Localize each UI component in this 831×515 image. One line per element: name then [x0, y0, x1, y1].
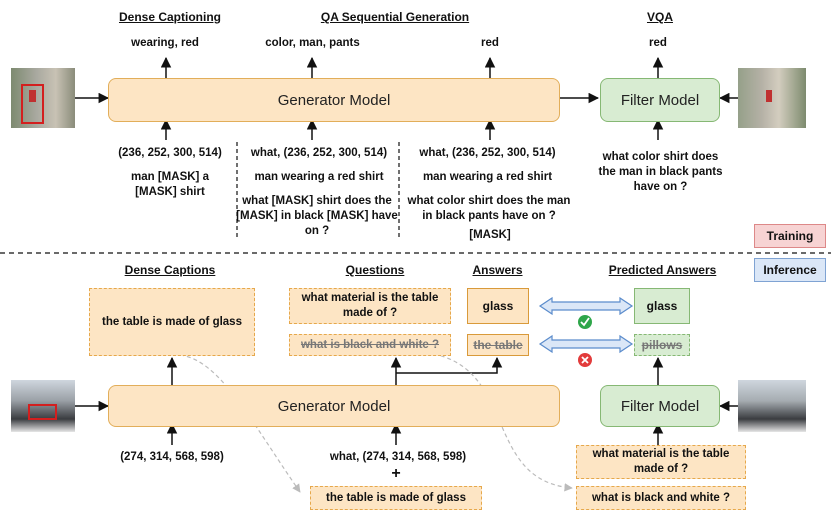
predicted-2-text: pillows: [641, 338, 683, 352]
coords-left: (274, 314, 568, 598): [120, 451, 224, 463]
question-2-text: what is black and white ?: [300, 338, 440, 351]
inference-tag: Inference: [754, 258, 826, 282]
person-figure: [29, 90, 36, 102]
output-dense: wearing, red: [131, 37, 199, 49]
masked-question-col2: what [MASK] shirt does the [MASK] in bla…: [236, 195, 398, 237]
heading-dense-captions: Dense Captions: [124, 263, 216, 277]
check-icon: [578, 315, 592, 329]
dense-caption-box: the table is made of glass: [89, 288, 255, 356]
arrow-gen-to-answer: [396, 356, 503, 374]
room-photo-inference: [11, 380, 75, 432]
filter-input-question-2: what is black and white ?: [576, 486, 746, 510]
heading-predicted-answers: Predicted Answers: [608, 263, 717, 277]
coords-mid: what, (274, 314, 568, 598): [329, 451, 467, 463]
generator-model-inference: Generator Model: [108, 385, 560, 427]
heading-questions: Questions: [345, 263, 405, 277]
answer-box-1: glass: [467, 288, 529, 324]
cross-icon: [578, 353, 592, 367]
vqa-question: what color shirt does the man in black p…: [598, 151, 723, 193]
answer-2-text: the table: [473, 338, 523, 352]
coords-col1: (236, 252, 300, 514): [118, 147, 222, 159]
mask-col3: [MASK]: [469, 229, 511, 241]
coords-col3: what, (236, 252, 300, 514): [419, 147, 556, 159]
bounding-box: [28, 404, 57, 420]
filter-model-inference: Filter Model: [600, 385, 720, 427]
question-box-1: what material is the table made of ?: [289, 288, 451, 324]
output-vqa: red: [649, 37, 667, 49]
training-tag: Training: [754, 224, 826, 248]
answer-box-2: the table: [467, 334, 529, 356]
question-col3: what color shirt does the man in black p…: [407, 195, 571, 222]
masked-caption-col1: man [MASK] a [MASK] shirt: [131, 171, 209, 198]
coords-col2: what, (236, 252, 300, 514): [250, 147, 388, 159]
question-box-2: what is black and white ?: [289, 334, 451, 356]
compare-arrow-2: [538, 334, 634, 354]
output-qa1: color, man, pants: [265, 37, 360, 49]
plus-sign: +: [391, 465, 401, 482]
predicted-box-2: pillows: [634, 334, 690, 356]
person-figure: [766, 90, 772, 102]
mid-caption-box: the table is made of glass: [310, 486, 482, 510]
compare-arrow-1: [538, 296, 634, 316]
street-photo-vqa: [738, 68, 806, 128]
output-qa2: red: [481, 37, 499, 49]
heading-answers: Answers: [472, 263, 523, 277]
heading-qa-sequential: QA Sequential Generation: [320, 10, 470, 24]
room-photo-filter: [738, 380, 806, 432]
generator-model-training: Generator Model: [108, 78, 560, 122]
predicted-box-1: glass: [634, 288, 690, 324]
heading-dense-captioning: Dense Captioning: [118, 10, 221, 24]
bounding-box: [21, 84, 44, 124]
street-photo-training: [11, 68, 75, 128]
caption-col2: man wearing a red shirt: [254, 171, 384, 183]
filter-input-question-1: what material is the table made of ?: [576, 445, 746, 479]
heading-vqa: VQA: [646, 10, 673, 24]
caption-col3: man wearing a red shirt: [422, 171, 553, 183]
filter-model-training: Filter Model: [600, 78, 720, 122]
